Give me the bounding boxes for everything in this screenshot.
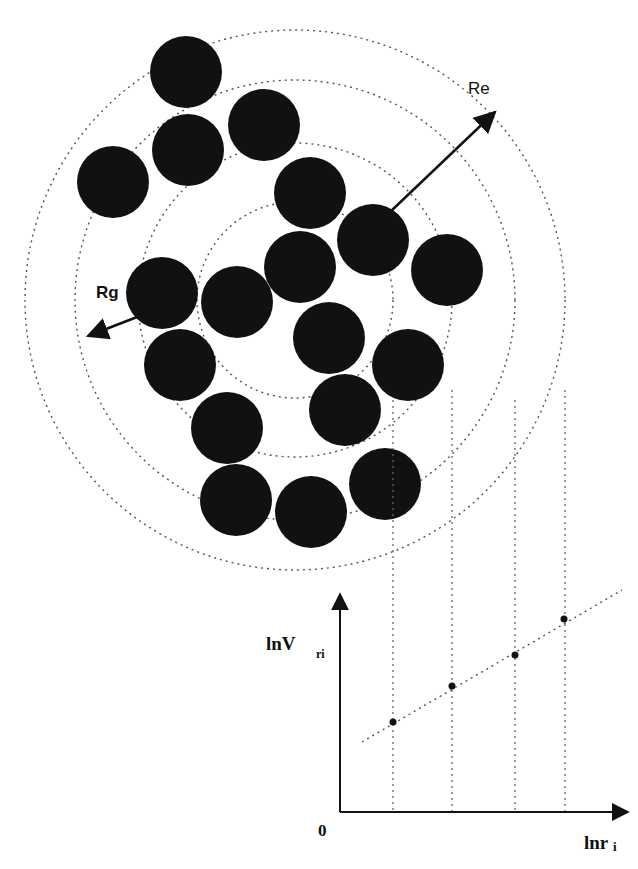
projection-lines [393, 390, 565, 812]
primary-particles [77, 36, 483, 548]
data-points [390, 616, 568, 726]
axis-label: lnV [266, 634, 296, 653]
axis-subscript: i [613, 840, 617, 853]
plot-axes [340, 594, 628, 812]
radius-label: Re [468, 80, 490, 97]
fit-line [362, 590, 622, 742]
radius-label: Rg [96, 284, 119, 301]
radius-arrows [88, 112, 495, 336]
axis-label: lnr [584, 833, 608, 852]
origin-label: 0 [318, 822, 327, 839]
axis-subscript: ri [316, 648, 325, 660]
gyration-shells [25, 30, 565, 570]
